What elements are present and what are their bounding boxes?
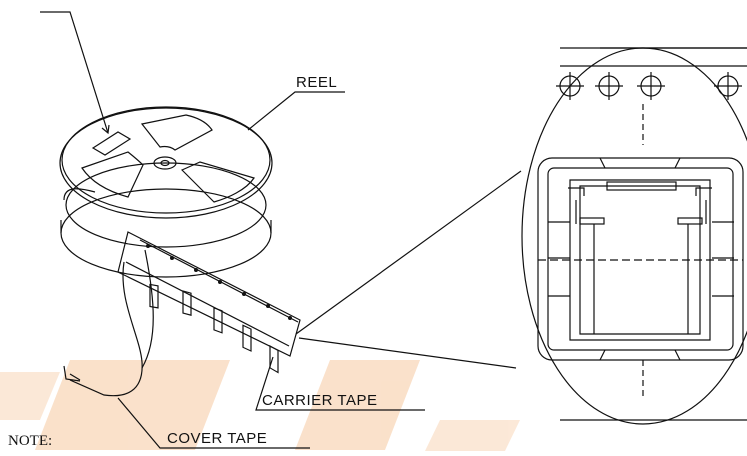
tape-pocket-1 (149, 283, 159, 309)
reel-window-top (140, 114, 213, 151)
tape-pocket-4 (242, 324, 252, 352)
tape-pocket-5 (269, 344, 279, 374)
carrier-tape (117, 231, 301, 374)
reel-label: REEL (296, 74, 338, 91)
tape-pocket-2 (182, 290, 192, 316)
callout-line-upper (295, 170, 522, 335)
callout-line-lower (298, 337, 517, 369)
carrier-tape-label: CARRIER TAPE (262, 392, 378, 409)
pointer-arrow-icon (101, 124, 110, 135)
cover-tape-label: COVER TAPE (167, 430, 268, 447)
cover-leader-line (117, 397, 310, 449)
reel-leader-line (247, 91, 345, 131)
carrier-leader-line (255, 356, 425, 411)
cover-tape (63, 249, 154, 397)
sprocket-holes (556, 72, 742, 100)
detail-view (521, 47, 747, 425)
watermark (0, 360, 520, 451)
reel (59, 106, 273, 278)
reel-label-square (91, 131, 132, 156)
label-pointer-line (40, 11, 109, 134)
tape-pocket-3 (213, 307, 223, 334)
reel-window-left (81, 151, 144, 198)
note-label: NOTE: (8, 433, 53, 449)
reel-window-right (180, 161, 255, 203)
